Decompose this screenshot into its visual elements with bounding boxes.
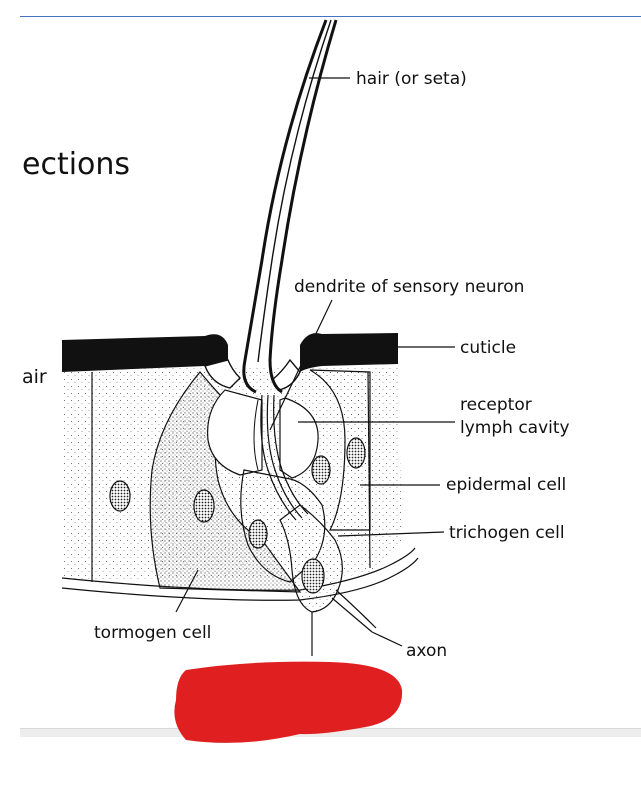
cuticle bbox=[62, 333, 398, 391]
label-tormogen-cell: tormogen cell bbox=[94, 623, 211, 643]
label-epidermal-cell: epidermal cell bbox=[446, 475, 566, 495]
leader-lines bbox=[175, 77, 455, 647]
label-hair: hair (or seta) bbox=[356, 69, 467, 89]
receptor-lymph-cavity bbox=[207, 389, 319, 479]
dendrite bbox=[253, 394, 309, 521]
epidermal-cell bbox=[309, 369, 371, 531]
slide-side-fragment: air bbox=[22, 366, 47, 388]
label-receptor-line2: lymph cavity bbox=[460, 418, 570, 438]
label-dendrite: dendrite of sensory neuron bbox=[294, 277, 524, 297]
label-receptor-line1: receptor bbox=[460, 395, 532, 415]
slide-heading-fragment: ections bbox=[22, 147, 131, 182]
hair-shaft bbox=[242, 19, 338, 394]
label-trichogen-cell: trichogen cell bbox=[449, 523, 565, 543]
sensory-neuron bbox=[279, 504, 377, 656]
slide-top-rule bbox=[20, 16, 641, 17]
red-redaction-mark bbox=[174, 661, 403, 743]
label-cuticle: cuticle bbox=[460, 338, 516, 358]
label-axon: axon bbox=[406, 641, 447, 661]
